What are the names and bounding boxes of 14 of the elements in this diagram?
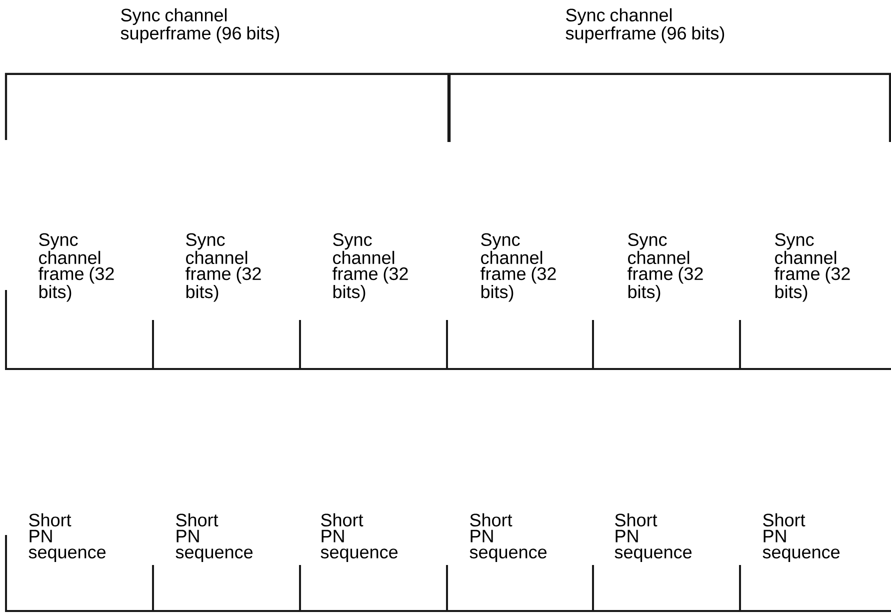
- frame-label: Sync channel frame (32 bits): [628, 233, 703, 302]
- sequence-label: Short PN sequence: [28, 513, 106, 562]
- sequence-label: Short PN sequence: [762, 513, 840, 562]
- sequence-label: Short PN sequence: [176, 513, 253, 562]
- frame-label: Sync channel frame (32 bits): [186, 233, 261, 302]
- superframe-label: Sync channel superframe (96 bits): [120, 8, 280, 44]
- superframe-label: Sync channel superframe (96 bits): [566, 8, 724, 44]
- sequence-label: Short PN sequence: [470, 513, 547, 562]
- frame-label: Sync channel frame (32 bits): [332, 233, 408, 302]
- frame-label: Sync channel frame (32 bits): [38, 233, 114, 302]
- frame-label: Sync channel frame (32 bits): [774, 233, 850, 302]
- frame-label: Sync channel frame (32 bits): [480, 233, 556, 302]
- sequence-label: Short PN sequence: [320, 513, 398, 562]
- sequence-label: Short PN sequence: [614, 513, 692, 562]
